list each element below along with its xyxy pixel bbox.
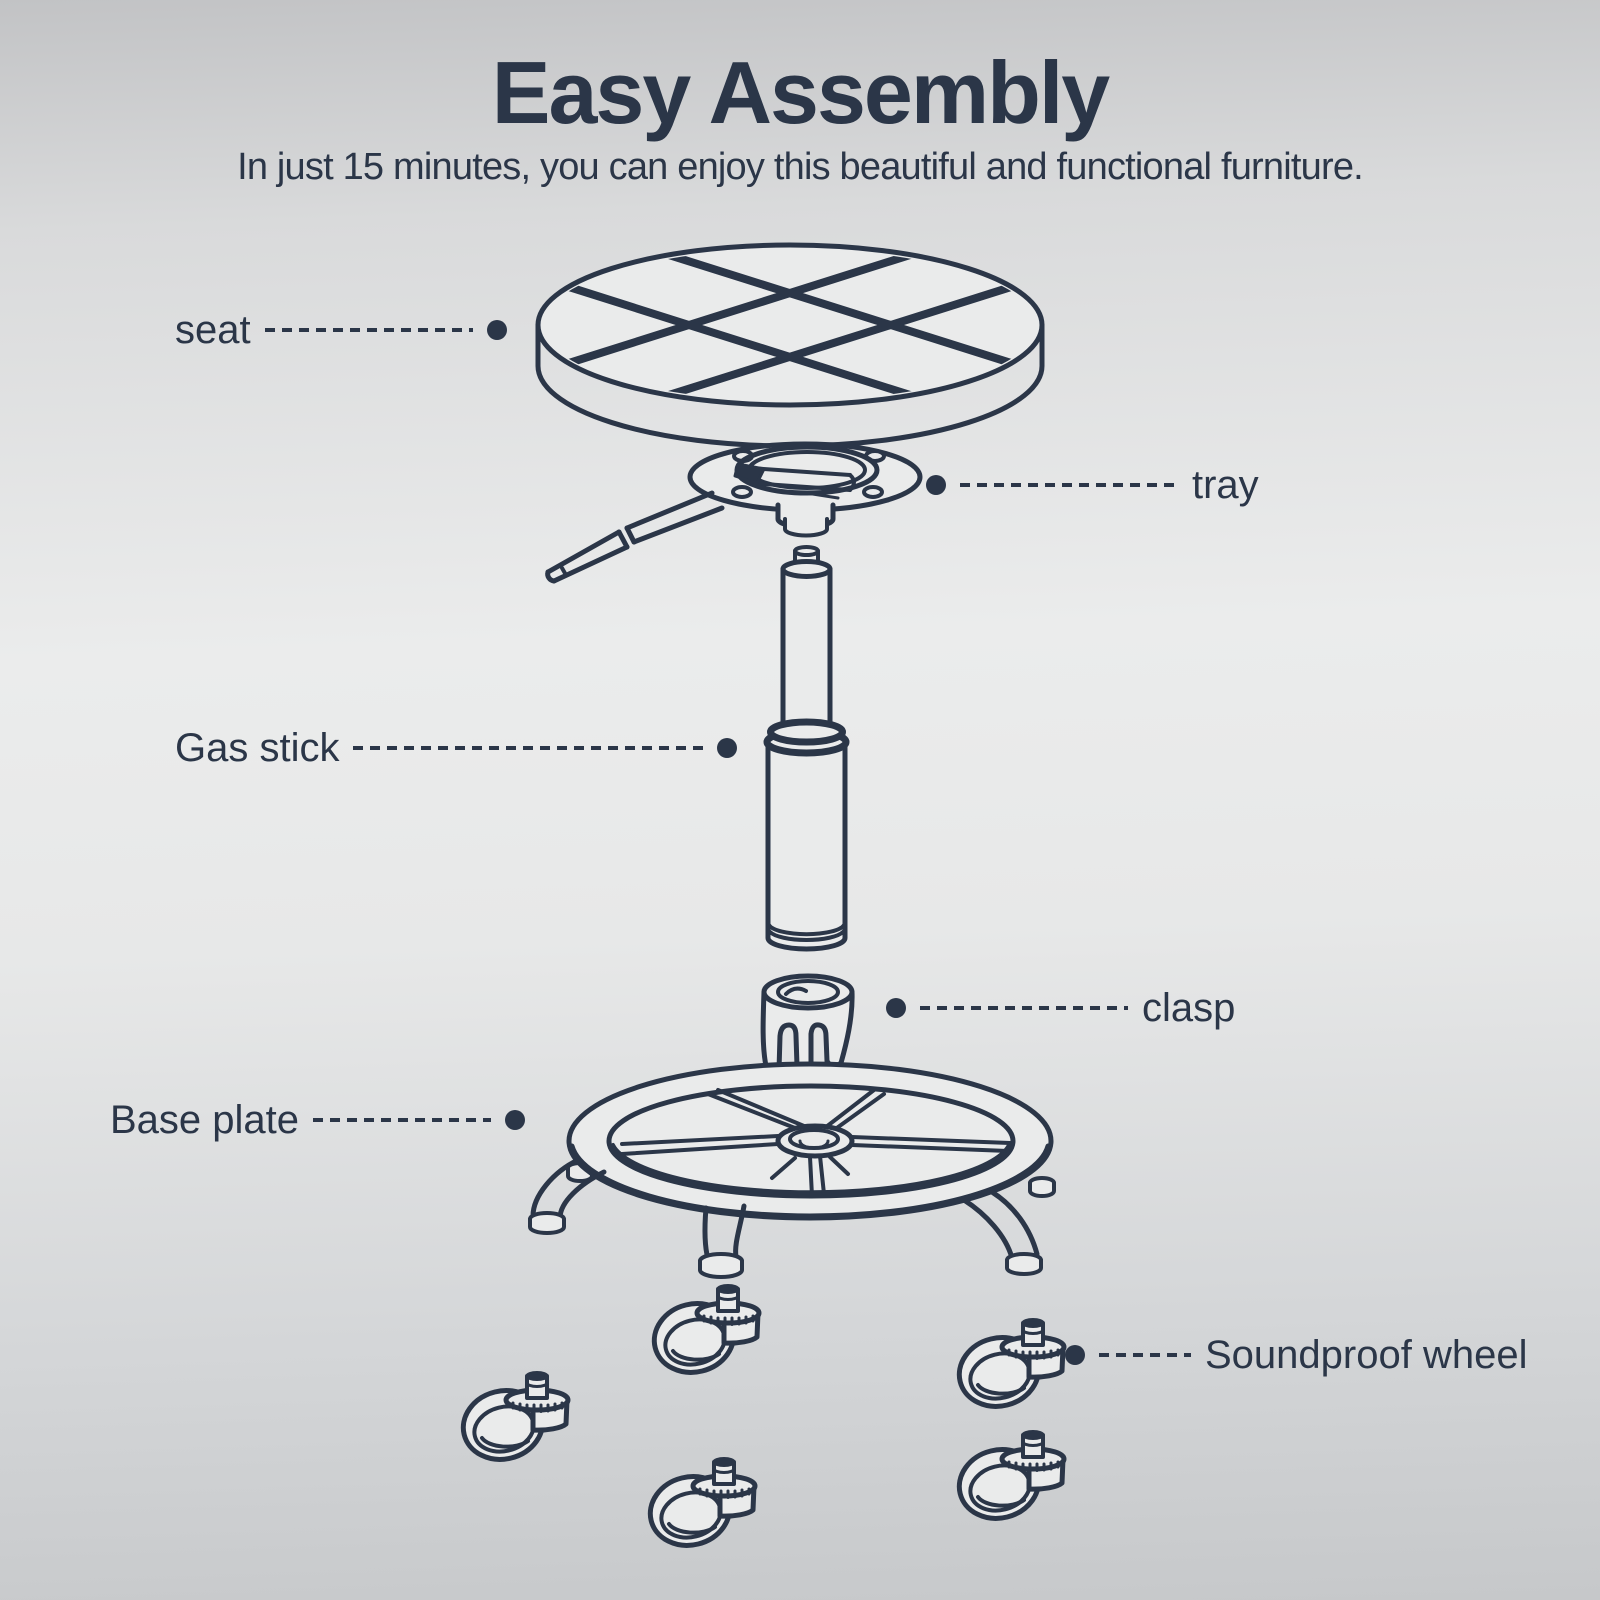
leader-dot [1065, 1345, 1085, 1365]
leader-dot [717, 738, 738, 758]
base-plate-illustration [528, 1061, 1056, 1279]
label-tray: tray [926, 463, 1259, 507]
base-spokes [620, 1088, 1012, 1198]
caster-wheel-illustration [643, 1459, 755, 1554]
leader-line [960, 483, 1178, 487]
caster-wheel-illustration [952, 1432, 1064, 1527]
clasp-illustration [760, 973, 855, 1076]
leader-line [1099, 1353, 1191, 1357]
tray-illustration [545, 441, 923, 584]
label-soundproof-wheel-text: Soundproof wheel [1205, 1332, 1528, 1377]
leader-line [313, 1118, 492, 1122]
leader-dot [886, 998, 906, 1018]
leader-dot [505, 1110, 526, 1130]
gas-stick-illustration [763, 545, 850, 952]
leader-line [353, 746, 704, 750]
label-seat-text: seat [175, 307, 251, 352]
label-gas-stick-text: Gas stick [175, 725, 340, 770]
leader-dot [926, 475, 946, 495]
page-subtitle: In just 15 minutes, you can enjoy this b… [237, 146, 1364, 188]
seat-illustration [535, 242, 1045, 449]
label-gas-stick: Gas stick [175, 725, 738, 770]
leader-line [920, 1006, 1128, 1010]
label-tray-text: tray [1192, 462, 1259, 507]
label-soundproof-wheel: Soundproof wheel [1065, 1333, 1527, 1377]
label-seat: seat [175, 308, 507, 352]
label-base-plate-text: Base plate [110, 1097, 300, 1142]
caster-wheel-illustration [456, 1373, 568, 1468]
page-title: Easy Assembly [491, 43, 1110, 142]
leader-line [264, 328, 473, 332]
label-clasp: clasp [886, 986, 1235, 1030]
leader-dot [486, 320, 507, 340]
caster-wheel-illustration [952, 1320, 1064, 1415]
tray-lever [545, 490, 725, 584]
label-base-plate: Base plate [110, 1097, 526, 1142]
label-clasp-text: clasp [1142, 985, 1236, 1030]
caster-wheel-illustration [647, 1286, 759, 1381]
